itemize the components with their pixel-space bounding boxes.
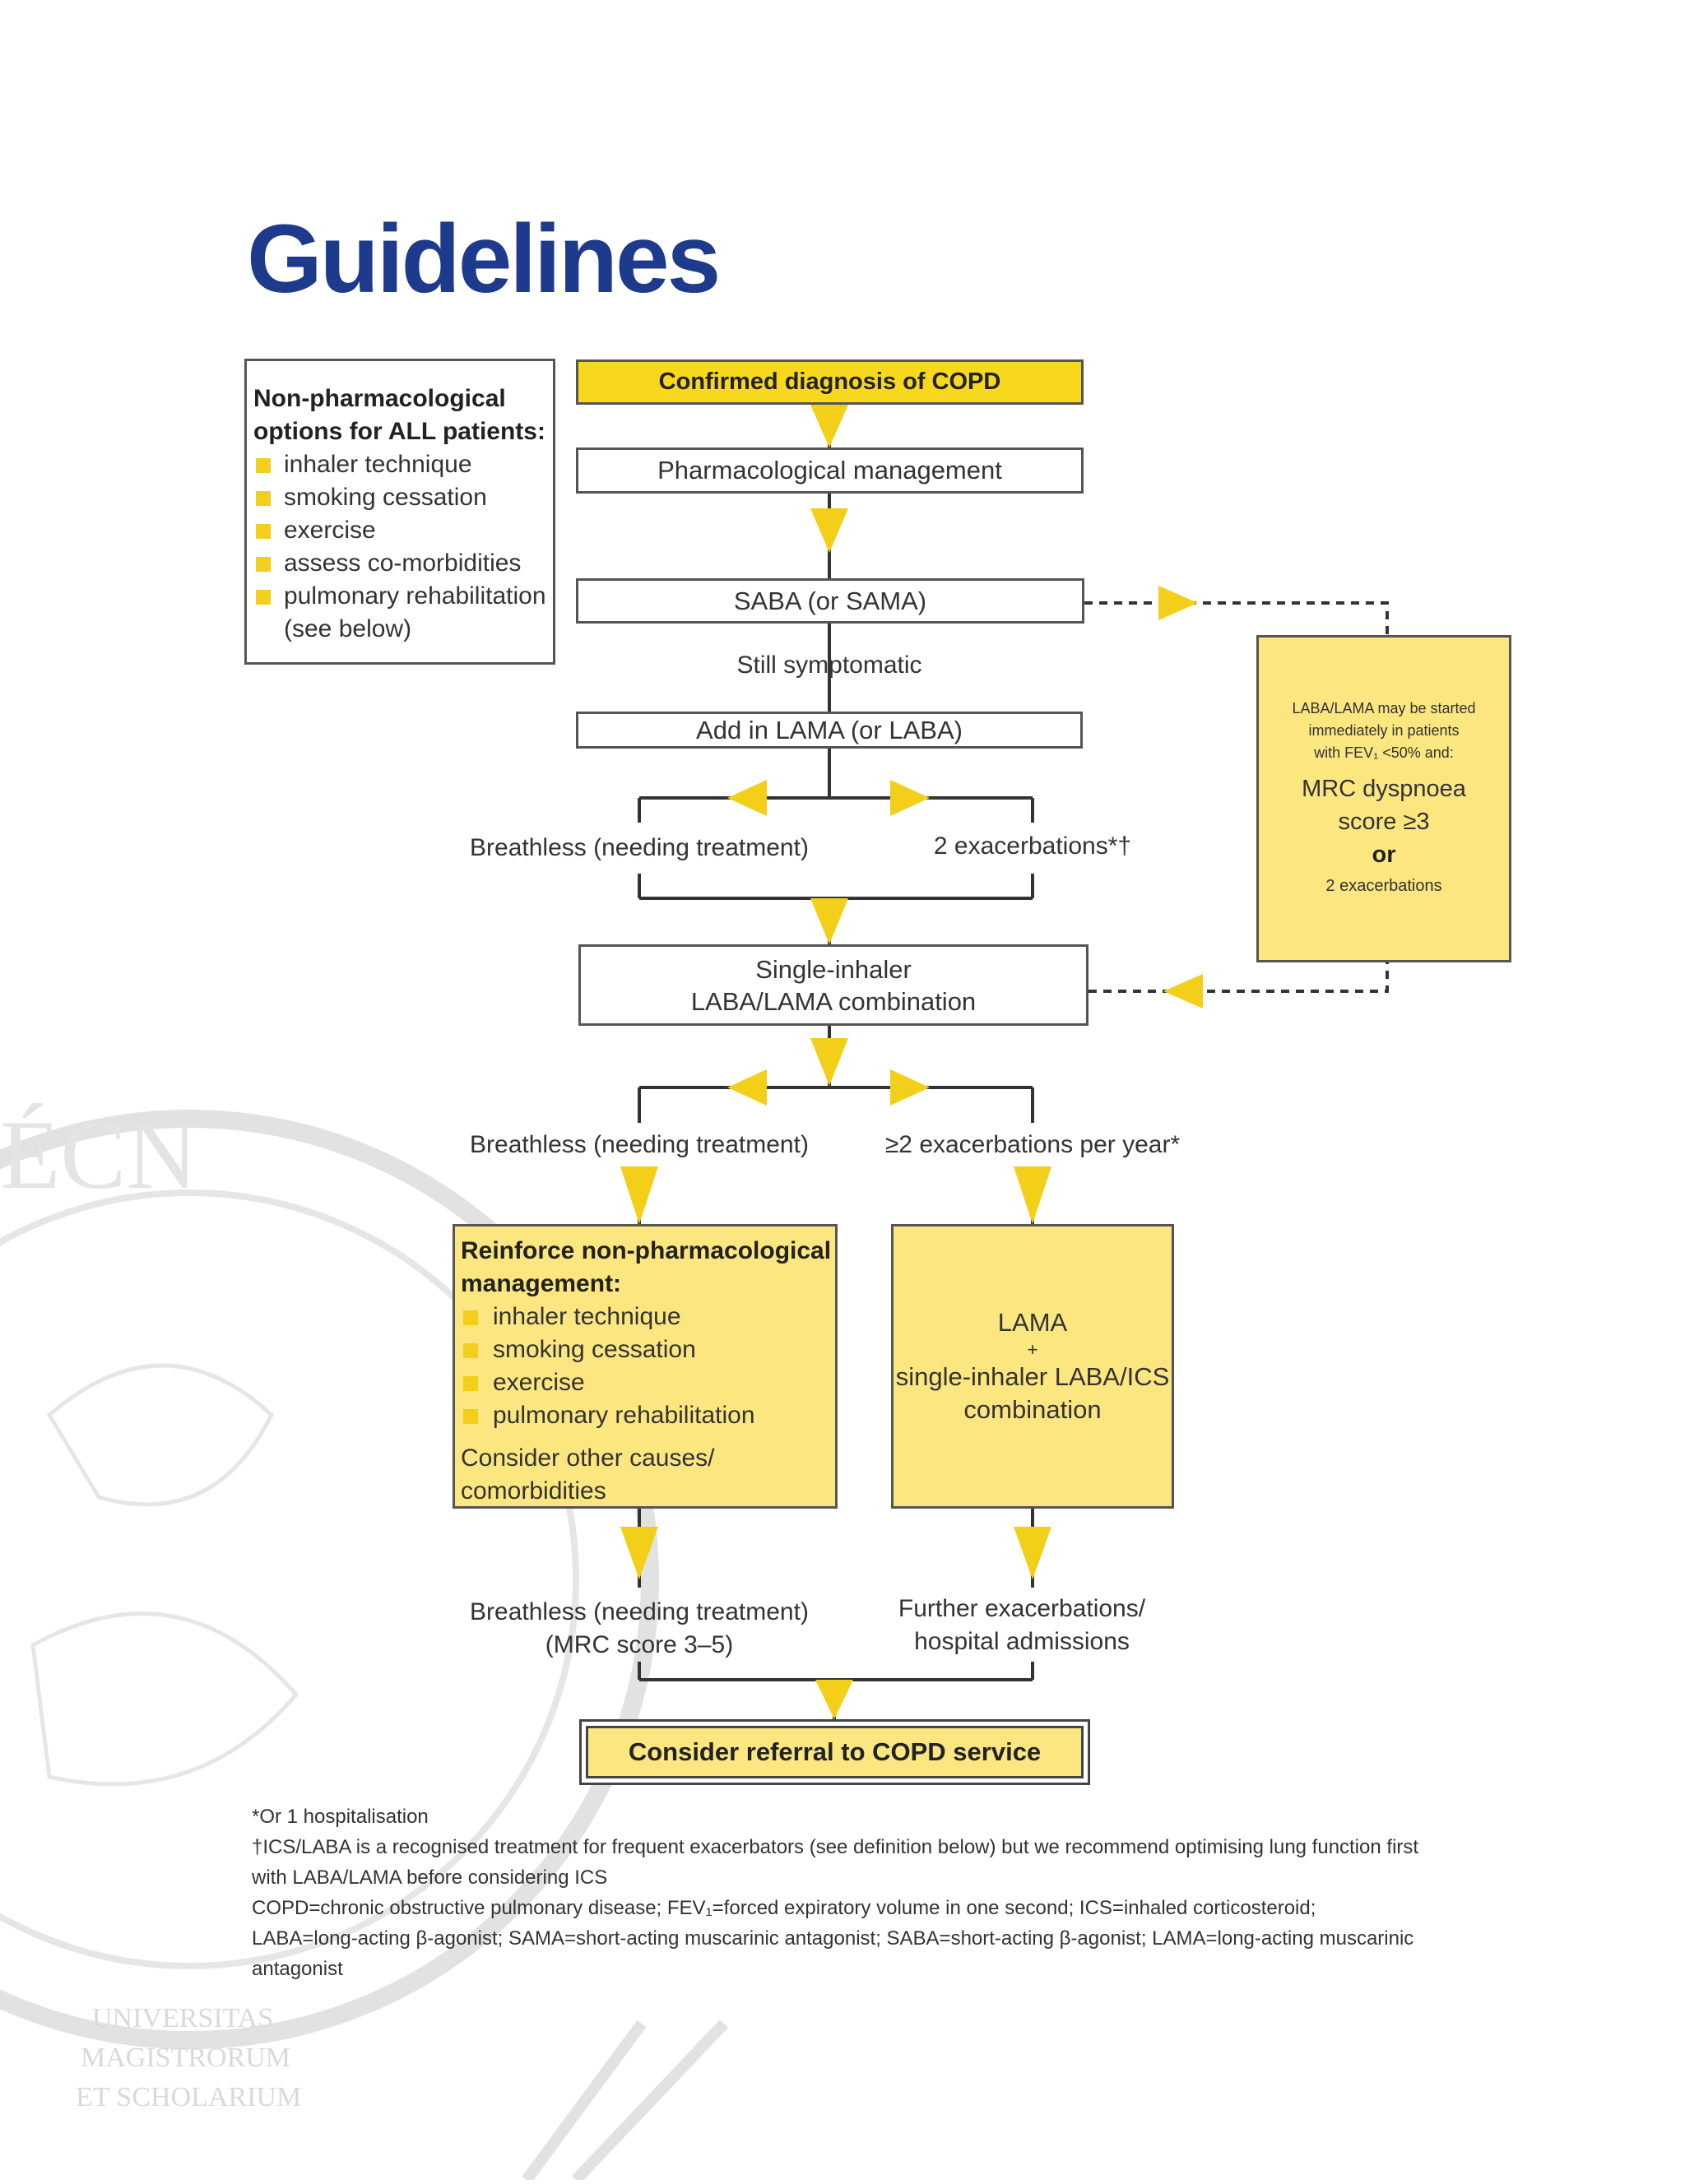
watermark-seal — [0, 1069, 740, 2184]
breathless-label-2: Breathless (needing treatment) — [470, 1131, 809, 1158]
saba-label: SABA (or SAMA) — [733, 586, 927, 615]
saba-box: SABA (or SAMA) — [576, 578, 1084, 624]
add-lama-box: Add in LAMA (or LABA) — [576, 712, 1083, 749]
non-pharm-list: inhaler technique smoking cessation exer… — [253, 448, 548, 646]
further-line-1: Further exacerbations/ — [898, 1595, 1146, 1622]
non-pharm-box: Non-pharmacological options for ALL pati… — [244, 359, 555, 665]
watermark-line-3: ET SCHOLARIUM — [76, 2082, 302, 2112]
further-exacerbations-label: Further exacerbations/ hospital admissio… — [880, 1593, 1163, 1658]
list-item: pulmonary rehabilitation — [461, 1399, 832, 1432]
lama-line-1: LAMA — [997, 1308, 1068, 1337]
side-note-small-1: LABA/LAMA may be started — [1292, 699, 1476, 716]
reinforce-heading: Reinforce non-pharmacological management… — [461, 1237, 832, 1297]
watermark-line-2: MAGISTRORUM — [81, 2043, 291, 2073]
watermark-line-1: UNIVERSITAS — [92, 2003, 274, 2033]
footnote-1: *Or 1 hospitalisation — [252, 1806, 429, 1828]
still-symptomatic-label: Still symptomatic — [736, 651, 922, 679]
list-item: inhaler technique — [253, 448, 548, 481]
lama-box: LAMA + single-inhaler LABA/ICS combinati… — [891, 1224, 1174, 1509]
list-item: exercise — [461, 1366, 832, 1399]
referral-label: Consider referral to COPD service — [628, 1737, 1042, 1766]
confirmed-diagnosis-label: Confirmed diagnosis of COPD — [658, 369, 1001, 395]
side-note-small-2: immediately in patients — [1308, 721, 1460, 739]
breathless-label-3-line-2: (MRC score 3–5) — [545, 1631, 734, 1658]
list-item: smoking cessation — [461, 1333, 832, 1366]
non-pharm-heading: Non-pharmacological options for ALL pati… — [253, 385, 545, 445]
side-note-mrc-2: score ≥3 — [1338, 808, 1430, 835]
exacerbations-label-1: 2 exacerbations*† — [933, 832, 1132, 860]
exacerbations-label-2: ≥2 exacerbations per year* — [884, 1131, 1181, 1158]
side-note-mrc-1: MRC dyspnoea — [1302, 775, 1466, 802]
side-note-or: or — [1372, 841, 1396, 868]
lama-plus: + — [1027, 1339, 1038, 1360]
footnote-2: †ICS/LABA is a recognised treatment for … — [252, 1836, 1419, 1889]
referral-box: Consider referral to COPD service — [579, 1719, 1090, 1785]
footnotes: *Or 1 hospitalisation †ICS/LABA is a rec… — [252, 1801, 1420, 1984]
list-item: inhaler technique — [461, 1301, 832, 1333]
referral-inner: Consider referral to COPD service — [586, 1726, 1084, 1778]
list-item: assess co-morbidities — [253, 547, 548, 580]
list-item: smoking cessation — [253, 481, 548, 514]
reinforce-box: Reinforce non-pharmacological management… — [453, 1224, 838, 1509]
reinforce-consider: Consider other causes/ comorbidities — [461, 1444, 715, 1505]
single-inhaler-line-2: LABA/LAMA combination — [690, 986, 977, 1016]
side-note-exacerbations: 2 exacerbations — [1325, 876, 1442, 895]
breathless-label-3: Breathless (needing treatment) (MRC scor… — [461, 1596, 818, 1662]
further-line-2: hospital admissions — [914, 1628, 1130, 1655]
lama-line-3: combination — [963, 1395, 1102, 1424]
single-inhaler-line-1: Single-inhaler — [755, 954, 912, 984]
reinforce-list: inhaler technique smoking cessation exer… — [461, 1301, 832, 1432]
pharm-management-box: Pharmacological management — [576, 447, 1084, 494]
breathless-label-1: Breathless (needing treatment) — [470, 834, 809, 861]
list-item: pulmonary rehabilitation (see below) — [253, 580, 548, 646]
lama-line-2: single-inhaler LABA/ICS — [895, 1362, 1170, 1391]
confirmed-diagnosis-box: Confirmed diagnosis of COPD — [576, 359, 1084, 405]
add-lama-label: Add in LAMA (or LABA) — [696, 715, 963, 744]
single-inhaler-box: Single-inhaler LABA/LAMA combination — [578, 944, 1089, 1026]
pharm-management-label: Pharmacological management — [657, 456, 1002, 485]
side-note-box: LABA/LAMA may be started immediately in … — [1256, 635, 1511, 962]
breathless-label-3-line-1: Breathless (needing treatment) — [470, 1598, 809, 1625]
side-note-small-3: with FEV₁ <50% and: — [1314, 744, 1454, 761]
list-item: exercise — [253, 514, 548, 547]
footnote-3: COPD=chronic obstructive pulmonary disea… — [252, 1897, 1414, 1980]
page-title: Guidelines — [247, 205, 721, 313]
